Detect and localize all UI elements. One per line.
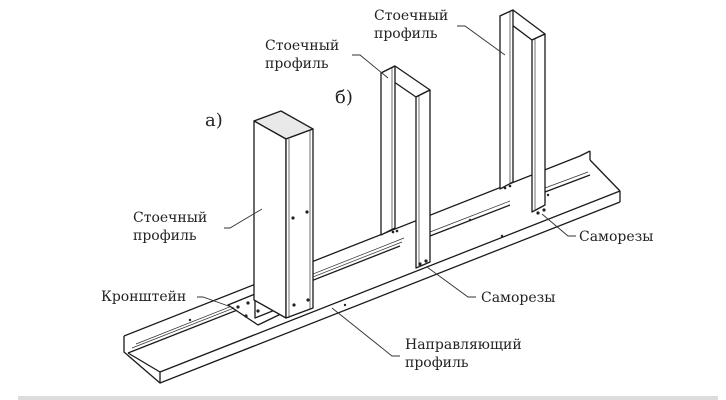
leader-stud-b2 [457, 25, 506, 56]
label-stud-a-line2: профиль [133, 228, 197, 244]
label-screws-2: Саморезы [481, 290, 555, 306]
label-stud-b2-line1: Стоечный [374, 8, 448, 24]
leader-screws-1 [541, 213, 576, 237]
leader-screws-2 [426, 266, 476, 298]
label-stud-b2-line2: профиль [374, 26, 438, 42]
stud-profile-a [253, 110, 314, 319]
label-guide-line1: Направляющий [405, 337, 522, 353]
cropped-caption-strip [18, 396, 718, 400]
label-stud-b1-line1: Стоечный [265, 38, 339, 54]
leader-bracket [197, 296, 235, 309]
label-guide-line2: профиль [405, 355, 469, 371]
label-stud-b1-line2: профиль [265, 56, 329, 72]
variant-label-b: б) [335, 87, 353, 108]
leader-stud-b1 [352, 54, 389, 79]
leader-lines [197, 25, 576, 357]
stud-profile-b2 [499, 9, 546, 215]
stud-profile-b1 [380, 65, 431, 269]
leader-stud-a [224, 208, 263, 229]
label-screws-1: Саморезы [579, 229, 653, 245]
label-bracket: Кронштейн [101, 289, 186, 305]
leader-guide [331, 307, 400, 357]
variant-label-a: а) [205, 110, 223, 131]
label-stud-a-line1: Стоечный [133, 210, 207, 226]
